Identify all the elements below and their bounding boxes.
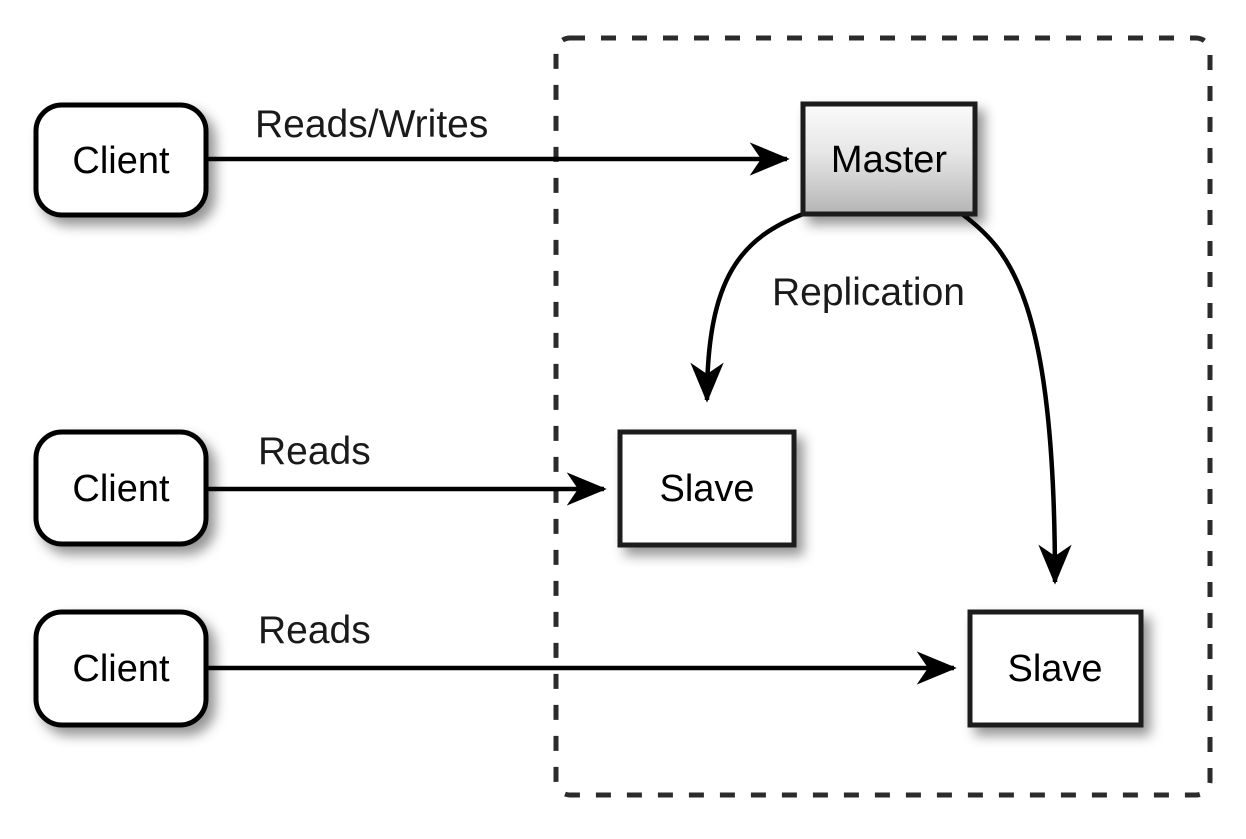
node-client-middle[interactable]: Client [33,429,209,547]
node-master[interactable]: Master [800,101,978,217]
database-cluster-boundary [553,35,1213,798]
master-label: Master [831,139,947,181]
edge-label-reads-writes: Reads/Writes [255,103,488,146]
node-client-top[interactable]: Client [33,102,209,218]
edge-master-to-slave-2 [960,212,1072,585]
edge-label-reads-bottom: Reads [258,609,371,652]
node-client-bottom[interactable]: Client [33,609,209,728]
edge-label-replication: Replication [772,271,965,314]
client-top-label: Client [72,140,170,182]
slave-1-label: Slave [659,468,754,510]
master-box[interactable] [800,101,978,217]
node-slave-1[interactable]: Slave [617,429,797,548]
edge-master-to-slave-1 [690,211,804,403]
node-slave-2[interactable]: Slave [967,609,1144,728]
client-bottom-label: Client [72,648,170,690]
slave-2-box[interactable] [967,609,1144,728]
client-bottom-box[interactable] [33,609,209,728]
slave-2-label: Slave [1007,648,1102,690]
edge-label-reads-middle: Reads [258,430,371,473]
slave-1-box[interactable] [617,429,797,548]
client-middle-box[interactable] [33,429,209,547]
client-top-box[interactable] [33,102,209,218]
client-middle-label: Client [72,468,170,510]
